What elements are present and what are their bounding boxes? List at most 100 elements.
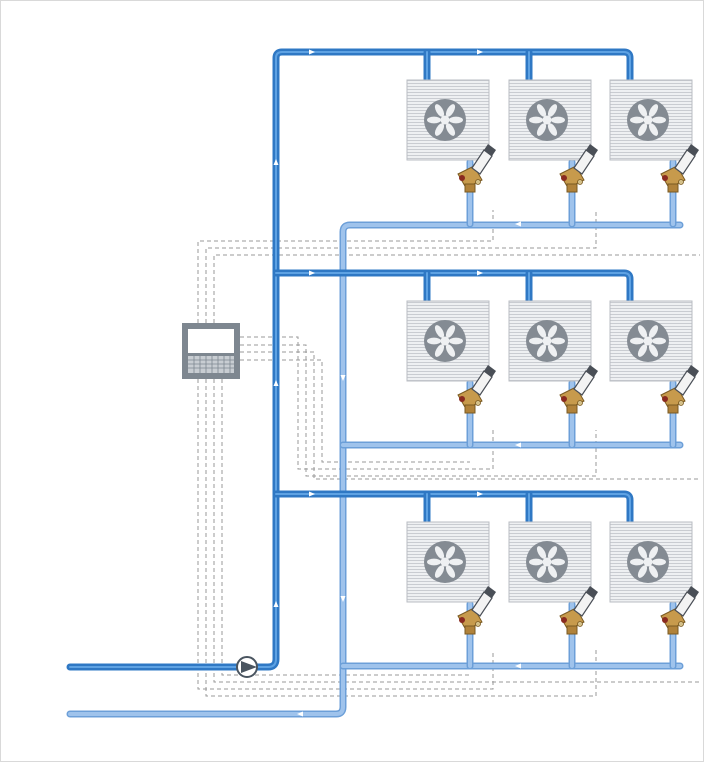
return-riser-arrow-3: [340, 596, 346, 602]
supply-header-3-highlight: [275, 493, 631, 523]
terminal-units: [406, 79, 699, 635]
valve-knob: [577, 400, 583, 406]
valve-port: [464, 625, 476, 635]
valve-actuator-cap: [484, 586, 496, 598]
valve-knob: [678, 400, 684, 406]
fan-blade: [637, 344, 648, 357]
valve-actuator-cap: [484, 144, 496, 156]
fan-blade: [445, 123, 456, 136]
fan-blade: [536, 344, 547, 357]
supply-flow-arrow-a-3: [309, 491, 315, 497]
fan-blade: [536, 565, 547, 578]
return-flow-arrow-3: [515, 663, 521, 669]
fan-coil-icon: [406, 521, 490, 603]
fan-blade: [449, 116, 463, 124]
fan-blade: [547, 344, 558, 357]
valve-knob: [678, 179, 684, 185]
supply-riser-arrow-1: [273, 159, 279, 165]
control-valve-icon: [559, 365, 598, 414]
supply-riser-highlight: [69, 51, 631, 668]
fan-blade: [529, 337, 543, 345]
valve-port: [566, 183, 578, 193]
valve-test-point: [459, 617, 465, 623]
fan-hub: [643, 336, 653, 346]
fan-blade: [637, 565, 648, 578]
fan-blade: [630, 116, 644, 124]
fan-blade: [648, 104, 659, 117]
fan-blade: [652, 558, 666, 566]
fan-coil-icon: [508, 521, 592, 603]
fan-blade: [652, 337, 666, 345]
valve-knob: [475, 400, 481, 406]
fan-coil-icon: [609, 521, 693, 603]
supply-flow-arrow-b-1: [477, 49, 483, 55]
fan-blade: [551, 558, 565, 566]
fan-hub: [542, 557, 552, 567]
control-valve-icon: [457, 586, 496, 635]
fan-blade: [449, 337, 463, 345]
signal-wire-10: [213, 379, 700, 683]
return-riser-arrow-2: [340, 375, 346, 381]
fan-blade: [630, 337, 644, 345]
fan-blade: [445, 344, 456, 357]
valve-port: [566, 625, 578, 635]
valve-actuator-cap: [687, 586, 699, 598]
valve-port: [667, 404, 679, 414]
valve-test-point: [561, 617, 567, 623]
valve-test-point: [459, 175, 465, 181]
control-valve-icon: [457, 365, 496, 414]
fan-blade: [637, 325, 648, 338]
fan-blade: [536, 546, 547, 559]
fan-blade: [648, 123, 659, 136]
fan-blade: [449, 558, 463, 566]
fan-blade: [648, 344, 659, 357]
return-flow-arrow: [297, 711, 303, 717]
fan-blade: [427, 337, 441, 345]
supply-riser-arrow-3: [273, 601, 279, 607]
fan-blade: [547, 546, 558, 559]
valve-test-point: [662, 617, 668, 623]
fan-blade: [547, 123, 558, 136]
fan-hub: [643, 557, 653, 567]
valve-actuator-cap: [586, 144, 598, 156]
fan-blade: [637, 546, 648, 559]
fan-blade: [529, 116, 543, 124]
return-riser-arrow-1: [340, 154, 346, 160]
valve-actuator-cap: [484, 365, 496, 377]
valve-actuator-cap: [586, 365, 598, 377]
valve-test-point: [662, 396, 668, 402]
fan-blade: [445, 565, 456, 578]
fan-coil-icon: [406, 300, 490, 382]
fan-blade: [529, 558, 543, 566]
fan-hub: [542, 115, 552, 125]
signal-wire-7: [213, 254, 700, 323]
fan-blade: [434, 325, 445, 338]
supply-flow-arrow-b-2: [477, 270, 483, 276]
valve-knob: [678, 621, 684, 627]
return-flow-arrow-1: [515, 221, 521, 227]
fan-blade: [445, 325, 456, 338]
fan-hub: [440, 336, 450, 346]
fan-blade: [427, 116, 441, 124]
fan-blade: [434, 123, 445, 136]
valve-port: [464, 183, 476, 193]
supply-header-2-highlight: [275, 272, 631, 302]
fan-coil-icon: [508, 79, 592, 161]
valve-test-point: [561, 396, 567, 402]
control-valve-icon: [559, 586, 598, 635]
supply-flow-arrow-b-3: [477, 491, 483, 497]
valve-knob: [577, 621, 583, 627]
fan-blade: [547, 565, 558, 578]
valve-actuator-cap: [687, 144, 699, 156]
fan-blade: [648, 325, 659, 338]
fan-coil-icon: [508, 300, 592, 382]
fan-blade: [445, 104, 456, 117]
fan-hub: [542, 336, 552, 346]
control-valve-icon: [660, 365, 699, 414]
fan-blade: [637, 104, 648, 117]
fan-blade: [536, 325, 547, 338]
fan-blade: [630, 558, 644, 566]
fan-coil-icon: [406, 79, 490, 161]
valve-knob: [475, 621, 481, 627]
signal-wire-2: [240, 344, 597, 477]
